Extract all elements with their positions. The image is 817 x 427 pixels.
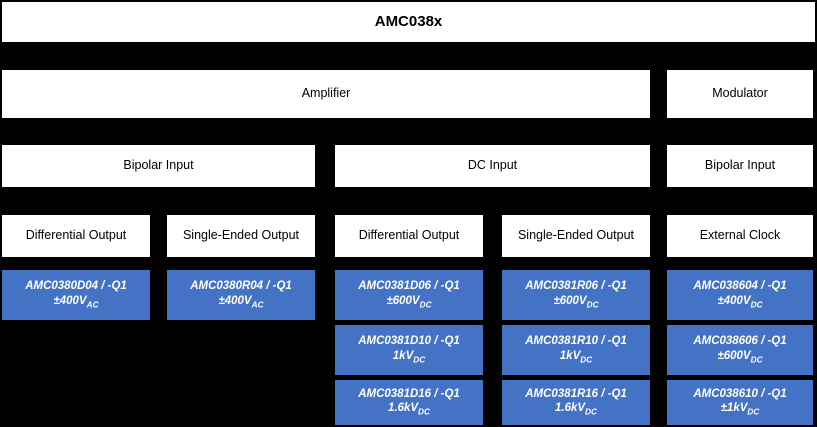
- block-single-ended-output-2[interactable]: Single-Ended Output: [502, 215, 650, 257]
- product-part-number: AMC038604 / -Q1: [693, 280, 787, 293]
- product-card[interactable]: AMC0381D10 / -Q1 1kVDC: [335, 325, 483, 375]
- block-external-clock-label: External Clock: [699, 228, 781, 243]
- product-rating: 1.6kVDC: [555, 401, 597, 418]
- product-rating: ±1kVDC: [721, 401, 760, 418]
- product-part-number: AMC038606 / -Q1: [693, 335, 787, 348]
- product-rating-subscript: DC: [419, 300, 432, 310]
- product-rating-value: ±400V: [717, 294, 751, 307]
- product-rating-subscript: DC: [750, 355, 763, 365]
- block-external-clock[interactable]: External Clock: [667, 215, 813, 257]
- product-part-number: AMC0380D04 / -Q1: [25, 280, 127, 293]
- block-modulator-label: Modulator: [712, 86, 768, 101]
- product-rating-value: 1.6kV: [554, 402, 586, 415]
- product-rating-value: ±600V: [553, 294, 587, 307]
- product-part-number: AMC0381R16 / -Q1: [525, 387, 627, 400]
- block-dc-input-label: DC Input: [467, 158, 518, 173]
- product-card[interactable]: AMC0380R04 / -Q1 ±400VAC: [167, 270, 315, 320]
- block-bipolar-input-right[interactable]: Bipolar Input: [667, 145, 813, 187]
- product-rating-subscript: DC: [586, 300, 599, 310]
- product-rating-value: ±400V: [53, 294, 87, 307]
- block-modulator[interactable]: Modulator: [667, 70, 813, 118]
- product-card[interactable]: AMC038606 / -Q1 ±600VDC: [667, 325, 813, 375]
- product-rating: ±400VAC: [218, 294, 263, 311]
- block-single-ended-output-1[interactable]: Single-Ended Output: [167, 215, 315, 257]
- product-card[interactable]: AMC0381D16 / -Q1 1.6kVDC: [335, 380, 483, 425]
- product-rating-subscript: DC: [750, 300, 763, 310]
- block-single-ended-output-2-label: Single-Ended Output: [517, 228, 635, 243]
- product-rating-subscript: DC: [418, 407, 430, 417]
- product-card[interactable]: AMC0381R10 / -Q1 1kVDC: [502, 325, 650, 375]
- product-rating-value: ±1kV: [720, 402, 748, 415]
- product-rating: ±400VAC: [53, 294, 98, 311]
- product-rating-value: ±600V: [717, 349, 751, 362]
- product-card[interactable]: AMC0380D04 / -Q1 ±400VAC: [2, 270, 150, 320]
- block-single-ended-output-1-label: Single-Ended Output: [182, 228, 300, 243]
- block-bipolar-input-left[interactable]: Bipolar Input: [2, 145, 315, 187]
- block-differential-output-2[interactable]: Differential Output: [335, 215, 483, 257]
- block-bipolar-input-right-label: Bipolar Input: [704, 158, 776, 173]
- block-amplifier-label: Amplifier: [301, 86, 351, 101]
- product-rating-value: 1kV: [392, 349, 414, 362]
- product-rating: ±600VDC: [717, 349, 762, 366]
- product-rating-subscript: DC: [747, 407, 760, 417]
- block-differential-output-1-label: Differential Output: [25, 228, 127, 243]
- product-rating-value: 1.6kV: [387, 402, 419, 415]
- diagram-title-label: AMC038x: [374, 12, 443, 30]
- diagram-title: AMC038x: [2, 2, 815, 42]
- product-rating-subscript: AC: [86, 300, 99, 310]
- product-rating: 1kVDC: [560, 349, 592, 366]
- block-differential-output-1[interactable]: Differential Output: [2, 215, 150, 257]
- block-differential-output-2-label: Differential Output: [358, 228, 460, 243]
- product-card[interactable]: AMC0381R06 / -Q1 ±600VDC: [502, 270, 650, 320]
- product-rating: 1.6kVDC: [388, 401, 430, 418]
- block-amplifier[interactable]: Amplifier: [2, 70, 650, 118]
- product-part-number: AMC0380R04 / -Q1: [190, 280, 292, 293]
- product-part-number: AMC0381D16 / -Q1: [358, 387, 460, 400]
- product-card[interactable]: AMC038604 / -Q1 ±400VDC: [667, 270, 813, 320]
- block-dc-input[interactable]: DC Input: [335, 145, 650, 187]
- product-card[interactable]: AMC038610 / -Q1 ±1kVDC: [667, 380, 813, 425]
- product-rating-value: 1kV: [559, 349, 581, 362]
- product-part-number: AMC0381D06 / -Q1: [358, 280, 460, 293]
- product-card[interactable]: AMC0381D06 / -Q1 ±600VDC: [335, 270, 483, 320]
- product-part-number: AMC0381R06 / -Q1: [525, 280, 627, 293]
- product-rating: 1kVDC: [393, 349, 425, 366]
- product-card[interactable]: AMC0381R16 / -Q1 1.6kVDC: [502, 380, 650, 425]
- block-bipolar-input-left-label: Bipolar Input: [123, 158, 194, 173]
- product-rating-value: ±400V: [218, 294, 252, 307]
- product-part-number: AMC038610 / -Q1: [693, 387, 787, 400]
- product-rating: ±600VDC: [553, 294, 598, 311]
- product-rating-subscript: DC: [585, 407, 597, 417]
- product-rating-value: ±600V: [386, 294, 420, 307]
- product-rating: ±400VDC: [717, 294, 762, 311]
- product-rating-subscript: AC: [251, 300, 264, 310]
- product-rating-subscript: DC: [580, 355, 593, 365]
- product-rating-subscript: DC: [413, 355, 426, 365]
- product-part-number: AMC0381D10 / -Q1: [358, 335, 460, 348]
- product-part-number: AMC0381R10 / -Q1: [525, 335, 627, 348]
- product-rating: ±600VDC: [386, 294, 431, 311]
